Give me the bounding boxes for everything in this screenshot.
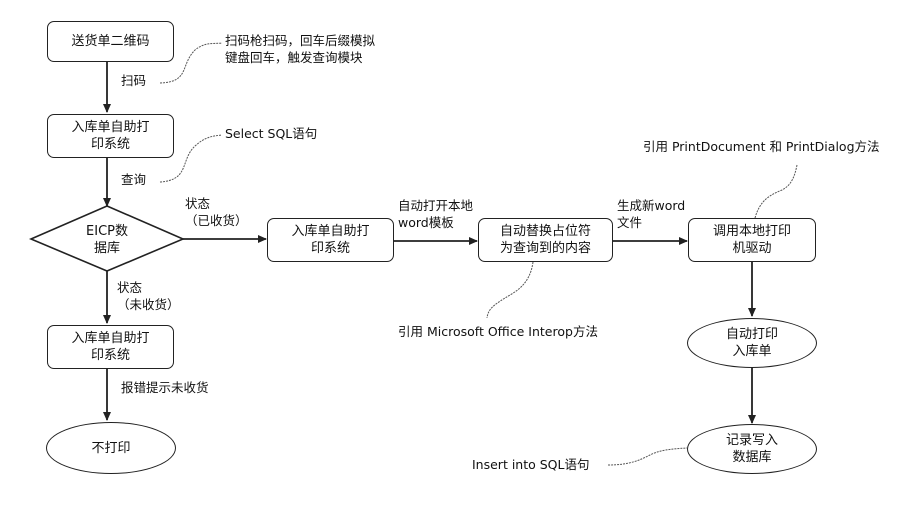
edge-label-error-not-received: 报错提示未收货 (121, 380, 209, 396)
node-qr-code-label: 送货单二维码 (71, 33, 149, 50)
node-record-label: 记录写入 数据库 (726, 432, 778, 466)
node-replace-label: 自动替换占位符 为查询到的内容 (500, 223, 591, 257)
annotation-curve-interop (487, 262, 533, 318)
edge-label-status-received: 状态 （已收货） (185, 195, 248, 229)
annotation-select-sql: Select SQL语句 (225, 126, 317, 142)
node-database-label: EICP数 据库 (86, 223, 128, 257)
node-replace-placeholders: 自动替换占位符 为查询到的内容 (478, 218, 613, 262)
annotation-scanner: 扫码枪扫码，回车后缀模拟 键盘回车，触发查询模块 (225, 32, 375, 66)
node-system-3-label: 入库单自助打 印系统 (71, 330, 149, 364)
node-record-to-database: 记录写入 数据库 (687, 424, 817, 474)
node-system-1-label: 入库单自助打 印系统 (71, 119, 149, 153)
node-no-print: 不打印 (46, 422, 176, 474)
node-eicp-database: EICP数 据库 (52, 220, 162, 260)
node-system-2-label: 入库单自助打 印系统 (291, 223, 369, 257)
annotation-curve-insert (608, 448, 687, 465)
node-printer-label: 调用本地打印 机驱动 (713, 223, 791, 257)
annotation-insert-sql: Insert into SQL语句 (472, 457, 589, 473)
annotation-interop: 引用 Microsoft Office Interop方法 (398, 324, 598, 340)
node-self-print-system-2: 入库单自助打 印系统 (267, 218, 394, 262)
edge-label-query: 查询 (121, 172, 146, 188)
annotation-print-api: 引用 PrintDocument 和 PrintDialog方法 (643, 139, 880, 155)
edge-label-scan: 扫码 (121, 73, 146, 89)
edge-label-open-template: 自动打开本地 word模板 (398, 197, 473, 231)
node-self-print-system-3: 入库单自助打 印系统 (47, 325, 174, 369)
edge-label-status-not-received: 状态 （未收货） (117, 279, 180, 313)
annotation-curve-print (755, 165, 797, 218)
node-call-printer-driver: 调用本地打印 机驱动 (688, 218, 816, 262)
node-auto-print-label: 自动打印 入库单 (726, 326, 778, 360)
node-self-print-system-1: 入库单自助打 印系统 (47, 114, 174, 158)
node-auto-print-receipt: 自动打印 入库单 (687, 318, 817, 368)
node-qr-code: 送货单二维码 (47, 21, 174, 62)
node-no-print-label: 不打印 (91, 440, 130, 457)
edge-label-new-word-file: 生成新word 文件 (617, 197, 685, 231)
